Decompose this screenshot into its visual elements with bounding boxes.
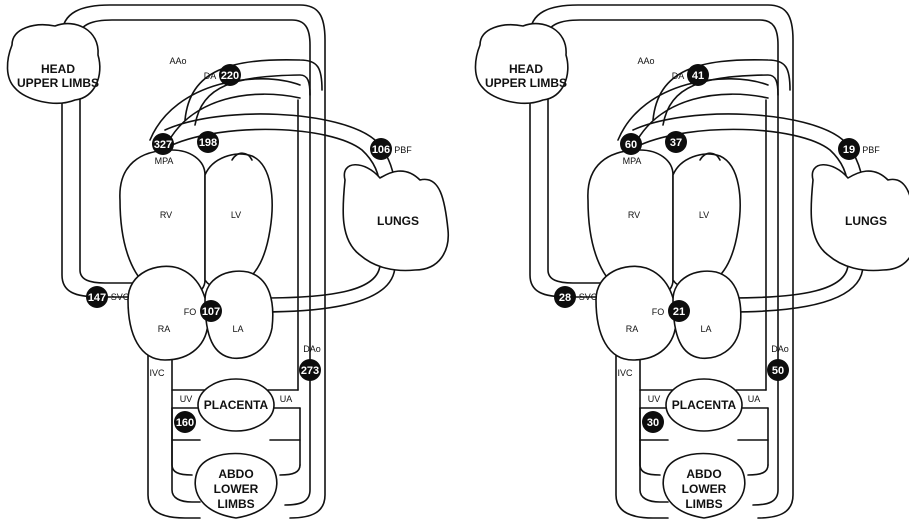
rv-label: RV bbox=[160, 210, 172, 220]
aao-label: AAo bbox=[169, 56, 186, 66]
fo-label: FO bbox=[652, 307, 665, 317]
ra-label: RA bbox=[158, 324, 171, 334]
ra-label: RA bbox=[626, 324, 639, 334]
ivc-label: IVC bbox=[149, 368, 165, 378]
lungs-label: LUNGS bbox=[377, 214, 419, 228]
badge-da-value: 220 bbox=[221, 70, 239, 82]
abdo-label-3: LIMBS bbox=[217, 497, 254, 511]
placenta-label: PLACENTA bbox=[204, 398, 269, 412]
dao-label: DAo bbox=[303, 344, 321, 354]
right-panel: HEAD UPPER LIMBS LUNGS PLACENTA ABDO LOW… bbox=[474, 4, 909, 519]
badge-svc-value: 147 bbox=[88, 292, 106, 304]
head-label-1: HEAD bbox=[41, 62, 75, 76]
badge-fo-value: 107 bbox=[202, 306, 220, 318]
la-label: LA bbox=[232, 324, 243, 334]
badge-aao-value: 37 bbox=[670, 137, 682, 149]
badge-pbf: 106 bbox=[370, 138, 392, 160]
abdo-label-1: ABDO bbox=[686, 467, 721, 481]
badge-dao: 50 bbox=[767, 359, 789, 381]
abdo-label-2: LOWER bbox=[214, 482, 259, 496]
badge-aao: 198 bbox=[197, 131, 219, 153]
uv-label: UV bbox=[180, 394, 193, 404]
badge-dao-value: 50 bbox=[772, 365, 784, 377]
placenta-label: PLACENTA bbox=[672, 398, 737, 412]
da-label: DA bbox=[204, 71, 217, 81]
head-label-2: UPPER LIMBS bbox=[17, 76, 99, 90]
badge-aao: 37 bbox=[665, 131, 687, 153]
abdo-label-2: LOWER bbox=[682, 482, 727, 496]
badge-pbf-value: 106 bbox=[372, 144, 390, 156]
left-panel: HEAD UPPER LIMBS LUNGS PLACENTA ABDO LOW… bbox=[6, 4, 450, 519]
badge-uv-value: 160 bbox=[176, 417, 194, 429]
rv-label: RV bbox=[628, 210, 640, 220]
badge-fo-value: 21 bbox=[673, 306, 685, 318]
badge-mpa: 327 bbox=[152, 133, 174, 155]
badge-aao-value: 198 bbox=[199, 137, 217, 149]
mpa-label: MPA bbox=[155, 156, 174, 166]
badge-mpa: 60 bbox=[620, 133, 642, 155]
fo-label: FO bbox=[184, 307, 197, 317]
aao-label: AAo bbox=[637, 56, 654, 66]
svc-label: SVC bbox=[111, 292, 130, 302]
badge-svc-value: 28 bbox=[559, 292, 571, 304]
da-label: DA bbox=[672, 71, 685, 81]
badge-svc: 147 bbox=[86, 286, 108, 308]
pbf-label: PBF bbox=[394, 145, 412, 155]
ua-label: UA bbox=[748, 394, 761, 404]
dao-label: DAo bbox=[771, 344, 789, 354]
mpa-label: MPA bbox=[623, 156, 642, 166]
abdo-label-1: ABDO bbox=[218, 467, 253, 481]
pbf-label: PBF bbox=[862, 145, 880, 155]
badge-uv-value: 30 bbox=[647, 417, 659, 429]
abdo-label-3: LIMBS bbox=[685, 497, 722, 511]
head-label-1: HEAD bbox=[509, 62, 543, 76]
la-label: LA bbox=[700, 324, 711, 334]
badge-da: 220 bbox=[219, 64, 241, 86]
badge-da-value: 41 bbox=[692, 70, 704, 82]
badge-fo: 21 bbox=[668, 300, 690, 322]
badge-uv: 30 bbox=[642, 411, 664, 433]
badge-dao-value: 273 bbox=[301, 365, 319, 377]
badge-pbf: 19 bbox=[838, 138, 860, 160]
badge-svc: 28 bbox=[554, 286, 576, 308]
lungs-label: LUNGS bbox=[845, 214, 887, 228]
badge-pbf-value: 19 bbox=[843, 144, 855, 156]
badge-dao: 273 bbox=[299, 359, 321, 381]
svc-label: SVC bbox=[579, 292, 598, 302]
ivc-label: IVC bbox=[617, 368, 633, 378]
badge-da: 41 bbox=[687, 64, 709, 86]
badge-fo: 107 bbox=[200, 300, 222, 322]
head-label-2: UPPER LIMBS bbox=[485, 76, 567, 90]
badge-uv: 160 bbox=[174, 411, 196, 433]
badge-mpa-value: 60 bbox=[625, 139, 637, 151]
ua-label: UA bbox=[280, 394, 293, 404]
uv-label: UV bbox=[648, 394, 661, 404]
lv-label: LV bbox=[231, 210, 241, 220]
badge-mpa-value: 327 bbox=[154, 139, 172, 151]
lv-label: LV bbox=[699, 210, 709, 220]
